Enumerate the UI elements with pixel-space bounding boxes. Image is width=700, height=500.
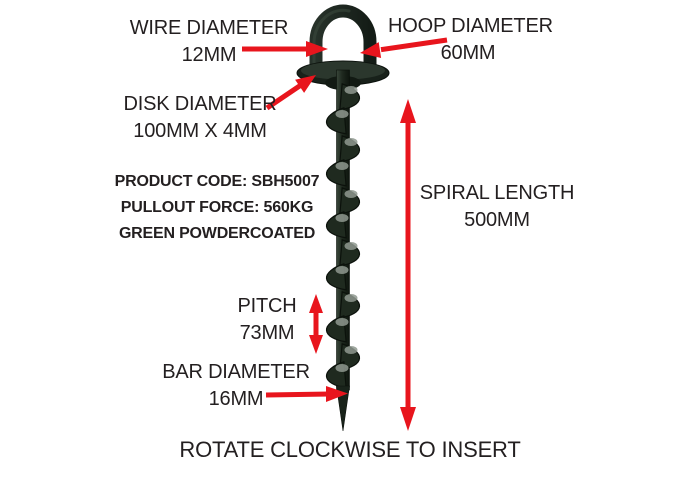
rotate-instruction: ROTATE CLOCKWISE TO INSERT [179, 437, 521, 462]
flight-highlight [335, 162, 349, 170]
wire-diameter-label: WIRE DIAMETER 12MM [128, 15, 290, 69]
screw-anchor-illustration [296, 4, 390, 432]
disk-diameter-arrowhead [295, 75, 316, 93]
flight-highlight [344, 138, 358, 146]
wire-diameter-name: WIRE DIAMETER [129, 17, 289, 39]
bar-diameter-name: BAR DIAMETER [162, 361, 310, 383]
product-info-block: PRODUCT CODE: SBH5007 PULLOUT FORCE: 560… [110, 169, 324, 247]
flight-highlight [335, 214, 349, 222]
flight-highlight [344, 294, 358, 302]
pullout-force-text: PULLOUT FORCE: 560KG [120, 199, 314, 216]
flight-highlight [344, 190, 358, 198]
flight-highlight [335, 110, 349, 118]
product-code-text: PRODUCT CODE: SBH5007 [114, 173, 320, 190]
pitch-arrowhead-top [309, 294, 323, 313]
wire-diameter-value: 12MM [181, 44, 237, 66]
pitch-label: PITCH 73MM [227, 293, 307, 347]
dimension-arrows [242, 37, 448, 431]
pitch-name: PITCH [237, 295, 297, 317]
spiral-length-arrowhead-bottom [400, 407, 416, 431]
disk-diameter-arrow-line [265, 82, 303, 111]
spiral-flights [325, 83, 361, 389]
pitch-arrowhead-bottom [309, 335, 323, 354]
wire-diameter-arrowhead [306, 41, 328, 57]
bar-diameter-arrowhead [326, 386, 348, 402]
hoop-diameter-value: 60MM [440, 42, 496, 64]
spiral-length-value: 500MM [464, 209, 530, 231]
hoop-diameter-arrowhead [360, 42, 382, 58]
bar-diameter-label: BAR DIAMETER 16MM [156, 359, 316, 413]
disk-diameter-label: DISK DIAMETER 100MM X 4MM [120, 91, 280, 145]
disk-diameter-name: DISK DIAMETER [123, 93, 277, 115]
hoop-highlight [312, 8, 351, 74]
hoop-diameter-name: HOOP DIAMETER [388, 15, 553, 37]
flight-highlight [335, 266, 349, 274]
finish-text: GREEN POWDERCOATED [118, 225, 316, 242]
pitch-value: 73MM [239, 322, 295, 344]
spiral-length-label: SPIRAL LENGTH 500MM [417, 180, 577, 234]
spiral-length-arrowhead-top [400, 99, 416, 123]
hoop-diameter-arrow-line [380, 37, 448, 53]
bar-diameter-arrow-line [265, 391, 331, 398]
spiral-length-name: SPIRAL LENGTH [419, 182, 575, 204]
hoop-diameter-label: HOOP DIAMETER 60MM [388, 13, 553, 67]
flight-highlight [335, 364, 349, 372]
tip-shape [336, 385, 350, 432]
flight-highlight [344, 242, 358, 250]
disk-diameter-value: 100MM X 4MM [133, 120, 267, 142]
spiral-highlights [335, 86, 358, 372]
flight-highlight [344, 86, 358, 94]
bar-diameter-value: 16MM [208, 388, 264, 410]
flight-highlight [335, 318, 349, 326]
flight-highlight [344, 346, 358, 354]
